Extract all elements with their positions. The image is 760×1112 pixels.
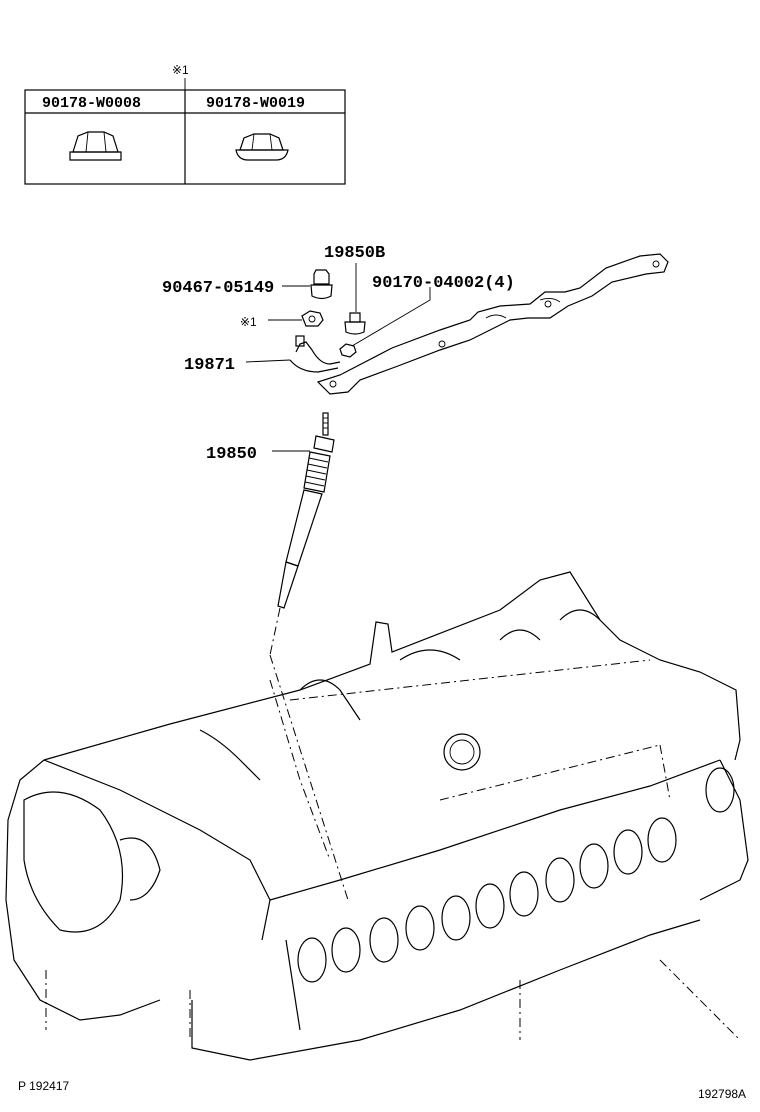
table-header-col-1: 90178-W0008: [42, 95, 141, 112]
label-19850: 19850: [206, 445, 257, 464]
footer-left-code: P 192417: [18, 1079, 69, 1093]
footer-right-code: 192798A: [698, 1087, 746, 1101]
port-row: [297, 767, 735, 983]
label-19871: 19871: [184, 356, 235, 375]
nut-90170-icon: [339, 343, 357, 358]
wire-19871-icon: [289, 335, 341, 373]
label-19850b: 19850B: [324, 244, 385, 263]
leader-lines: [245, 263, 431, 452]
flange-nut-icon: [69, 131, 122, 161]
glow-plug-insert-line-2: [269, 654, 349, 901]
table-note-symbol: ※1: [172, 63, 189, 77]
label-90170-04002: 90170-04002(4): [372, 274, 515, 293]
terminal-19850b-icon: [344, 312, 366, 335]
glow-plug-insert-line: [269, 607, 281, 656]
label-90467-05149: 90467-05149: [162, 279, 274, 298]
callout-labels: 19850B 90467-05149 90170-04002(4) ※1 198…: [162, 244, 515, 464]
cylinder-head-icon: [5, 571, 749, 1061]
connector-bus-bar: [316, 253, 669, 395]
table-header-col-2: 90178-W0019: [206, 95, 305, 112]
nut-90467-icon: [310, 269, 333, 300]
glow-plug-icon: [277, 412, 335, 609]
flange-nut-icon: [235, 133, 289, 161]
fastener-table: ※1 90178-W0008 90178-W0019: [24, 63, 346, 185]
nut-note1-icon: [301, 310, 324, 327]
label-note-ref: ※1: [240, 315, 257, 329]
